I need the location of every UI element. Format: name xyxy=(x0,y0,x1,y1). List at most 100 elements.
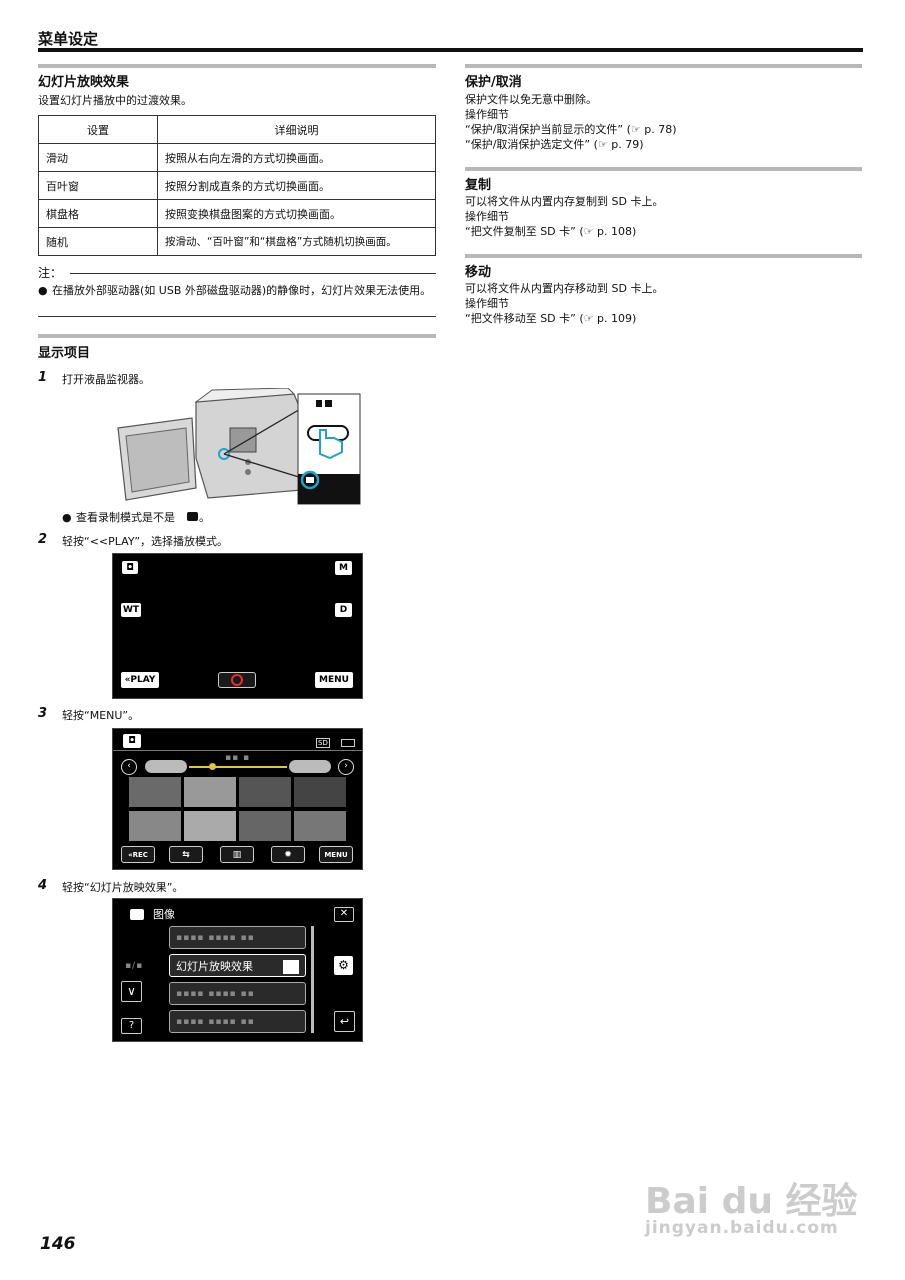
move-desc: 可以将文件从内置内存移动到 SD 卡上。 xyxy=(465,282,664,295)
step-text: 打开液晶监视器。 xyxy=(62,373,150,386)
menu-item[interactable]: ▪▪▪▪ ▪▪▪▪ ▪▪ xyxy=(169,982,306,1005)
thumbnail[interactable] xyxy=(294,811,346,841)
watermark-logo: Bai du 经验 xyxy=(645,1181,858,1222)
camera-icon xyxy=(187,512,198,521)
step-number: 2 xyxy=(38,532,48,547)
note-rule xyxy=(70,273,436,274)
chevron-down-icon[interactable]: ∨ xyxy=(121,981,142,1002)
display-title: 显示项目 xyxy=(38,346,91,361)
table-row: 百叶窗 按照分割成直条的方式切换画面。 xyxy=(38,171,436,200)
table-cell: 按照从右向左滑的方式切换画面。 xyxy=(157,143,436,172)
protect-title: 保护/取消 xyxy=(465,75,522,90)
thumbnail[interactable] xyxy=(294,777,346,807)
table-cell: 百叶窗 xyxy=(38,171,158,200)
page-indicator: ▪/▪ xyxy=(125,961,144,971)
protect-link[interactable]: “保护/取消保护当前显示的文件” (☞ p. 78) xyxy=(465,123,677,136)
manual-mode-button[interactable]: M xyxy=(335,561,352,575)
close-icon[interactable]: ✕ xyxy=(334,907,354,922)
camera-mode-icon[interactable]: ◘ xyxy=(122,561,138,574)
wt-button[interactable]: WT xyxy=(121,603,141,617)
thumbnail[interactable] xyxy=(239,811,291,841)
table-cell: 按滑动、“百叶窗”和“棋盘格”方式随机切换画面。 xyxy=(157,227,436,256)
thumbnail[interactable] xyxy=(239,777,291,807)
menu-item[interactable]: ▪▪▪▪ ▪▪▪▪ ▪▪ xyxy=(169,926,306,949)
thumbnail[interactable] xyxy=(129,811,181,841)
step-text: 轻按“MENU”。 xyxy=(62,709,140,722)
back-icon[interactable]: ↩ xyxy=(334,1011,355,1032)
table-cell: 按照变换棋盘图案的方式切换画面。 xyxy=(157,199,436,228)
prev-date-pill[interactable] xyxy=(145,760,187,773)
slideshow-icon[interactable]: ✹ xyxy=(271,846,305,863)
copy-link[interactable]: “把文件复制至 SD 卡” (☞ p. 108) xyxy=(465,225,637,238)
trash-icon[interactable]: ▥ xyxy=(220,846,254,863)
menu-button[interactable]: MENU xyxy=(319,846,353,863)
rec-button[interactable]: «REC xyxy=(121,846,155,863)
note-label: 注： xyxy=(38,266,63,280)
next-arrow-icon[interactable]: › xyxy=(338,759,354,775)
section-divider xyxy=(465,254,862,258)
table-row: 棋盘格 按照变换棋盘图案的方式切换画面。 xyxy=(38,199,436,228)
section-divider xyxy=(38,334,436,338)
watermark-url: jingyan.baidu.com xyxy=(645,1218,839,1238)
menu-item[interactable]: ▪▪▪▪ ▪▪▪▪ ▪▪ xyxy=(169,1010,306,1033)
display-button[interactable]: D xyxy=(335,603,352,617)
thumbnail[interactable] xyxy=(184,811,236,841)
timeline-bar[interactable] xyxy=(189,766,287,768)
step-number: 4 xyxy=(38,878,48,893)
play-button[interactable]: «PLAY xyxy=(121,672,159,688)
menu-button[interactable]: MENU xyxy=(315,672,353,688)
step-number: 3 xyxy=(38,706,48,721)
prev-arrow-icon[interactable]: ‹ xyxy=(121,759,137,775)
menu-item-label: ▪▪▪▪ ▪▪▪▪ ▪▪ xyxy=(176,1016,255,1027)
protect-detail-label: 操作细节 xyxy=(465,108,509,121)
thumbnail[interactable] xyxy=(184,777,236,807)
note-bottom-rule xyxy=(38,316,436,317)
next-date-pill[interactable] xyxy=(289,760,331,773)
table-row: 随机 按滑动、“百叶窗”和“棋盘格”方式随机切换画面。 xyxy=(38,227,436,256)
step-text: 轻按“幻灯片放映效果”。 xyxy=(62,881,184,894)
bullet-icon: ● xyxy=(62,511,72,524)
move-link[interactable]: “把文件移动至 SD 卡” (☞ p. 109) xyxy=(465,312,637,325)
slideshow-desc: 设置幻灯片播放中的过渡效果。 xyxy=(38,94,192,107)
menu-item-label: ▪▪▪▪ ▪▪▪▪ ▪▪ xyxy=(176,932,255,943)
menu-item-label: ▪▪▪▪ ▪▪▪▪ ▪▪ xyxy=(176,988,255,999)
scrollbar[interactable] xyxy=(311,926,314,1033)
effect-icon xyxy=(283,960,299,974)
gear-icon[interactable]: ⚙ xyxy=(334,956,353,975)
camera-mode-icon xyxy=(130,909,144,920)
menu-item-slideshow-effect[interactable]: 幻灯片放映效果 xyxy=(169,954,306,977)
playback-screen: ◘ M WT D «PLAY MENU xyxy=(112,553,363,699)
record-icon xyxy=(231,674,243,686)
note-bullet-icon: ● xyxy=(38,284,48,297)
copy-move-icon[interactable]: ⇆ xyxy=(169,846,203,863)
thumbnail[interactable] xyxy=(129,777,181,807)
record-button[interactable] xyxy=(218,672,256,688)
protect-link[interactable]: “保护/取消保护选定文件” (☞ p. 79) xyxy=(465,138,644,151)
camcorder-illustration xyxy=(117,388,361,505)
slideshow-title: 幻灯片放映效果 xyxy=(38,75,130,90)
page-number: 146 xyxy=(40,1234,76,1254)
menu-title: 图像 xyxy=(153,908,175,921)
table-cell: 随机 xyxy=(38,227,158,256)
camera-mode-icon[interactable]: ◘ xyxy=(123,734,141,748)
page-header: 菜单设定 xyxy=(38,30,99,48)
copy-desc: 可以将文件从内置内存复制到 SD 卡上。 xyxy=(465,195,664,208)
move-detail-label: 操作细节 xyxy=(465,297,509,310)
move-title: 移动 xyxy=(465,265,492,280)
section-divider xyxy=(465,167,862,171)
menu-screen: 图像 ✕ ▪▪▪▪ ▪▪▪▪ ▪▪ 幻灯片放映效果 ▪▪▪▪ ▪▪▪▪ ▪▪ ▪… xyxy=(112,898,363,1042)
step-number: 1 xyxy=(38,370,48,385)
table-cell: 棋盘格 xyxy=(38,199,158,228)
step-text: 轻按“<<PLAY”，选择播放模式。 xyxy=(62,535,229,548)
battery-icon xyxy=(341,739,355,747)
sd-badge: SD xyxy=(316,738,330,748)
help-button[interactable]: ? xyxy=(121,1018,142,1034)
note-text: 在播放外部驱动器(如 USB 外部磁盘驱动器)的静像时，幻灯片效果无法使用。 xyxy=(52,284,432,297)
divider xyxy=(113,750,362,751)
copy-detail-label: 操作细节 xyxy=(465,210,509,223)
protect-desc: 保护文件以免无意中删除。 xyxy=(465,93,597,106)
mode-check-end: 。 xyxy=(199,511,210,524)
timeline-handle[interactable] xyxy=(209,763,216,770)
section-divider xyxy=(465,64,862,68)
mode-check-text: 查看录制模式是不是 xyxy=(76,511,175,524)
